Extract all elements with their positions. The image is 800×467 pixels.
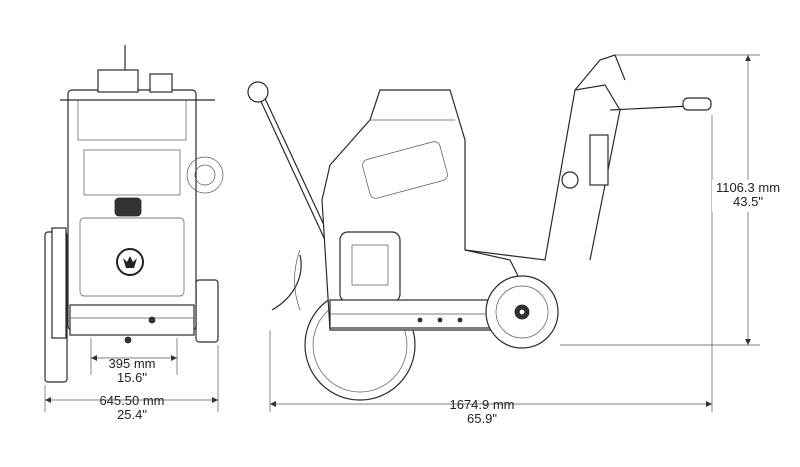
length-metric: 1674.9 mm (449, 397, 514, 412)
front-view (44, 45, 224, 383)
dimension-length: 1674.9 mm 65.9" (269, 115, 713, 426)
husqvarna-crown-icon (116, 248, 144, 276)
front-right-wheel (195, 279, 219, 343)
dimension-inner-width: 395 mm 15.6" (90, 338, 178, 385)
total-width-imperial: 25.4" (117, 407, 147, 422)
height-metric: 1106.3 mm (716, 180, 780, 195)
length-imperial: 65.9" (467, 411, 497, 426)
height-imperial: 43.5" (733, 194, 763, 209)
dimension-height: 1106.3 mm 43.5" (560, 54, 784, 346)
inner-width-imperial: 15.6" (117, 370, 147, 385)
side-view (247, 54, 712, 401)
dimension-total-width: 645.50 mm 25.4" (44, 345, 219, 422)
total-width-metric: 645.50 mm (99, 393, 164, 408)
inner-width-metric: 395 mm (109, 356, 156, 371)
